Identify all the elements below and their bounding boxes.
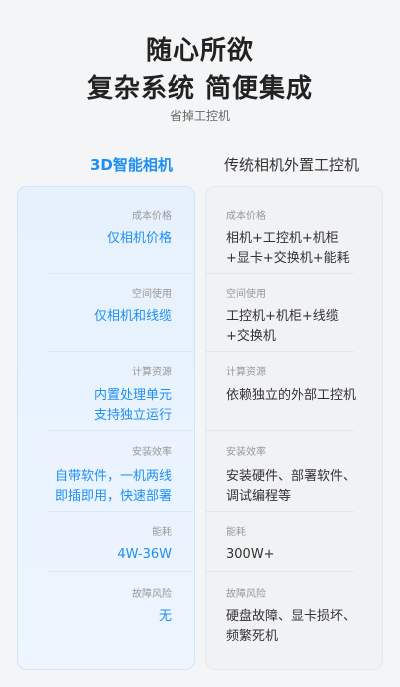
row-label: 成本价格 <box>226 211 266 222</box>
row-label: 安装效率 <box>132 447 172 458</box>
row-value: 工控机+机柜+线缆 <box>226 309 339 324</box>
row-label: 故障风险 <box>226 589 266 600</box>
row-value: 仅相机价格 <box>106 231 172 246</box>
row-value: +交换机 <box>226 329 276 344</box>
row-value: 依赖独立的外部工控机 <box>226 388 357 403</box>
row-value: 相机+工控机+机柜 <box>226 231 339 246</box>
row-label: 空间使用 <box>226 289 266 300</box>
row-value: 即插即用，快速部署 <box>54 489 172 504</box>
row-value: 支持独立运行 <box>93 408 172 423</box>
divider <box>48 273 193 274</box>
divider <box>48 571 193 572</box>
smart-camera-panel: 成本价格 仅相机价格 空间使用 仅相机和线缆 计算资源 内置处理单元 支持独立运… <box>17 186 195 670</box>
column-title-smart-camera: 3D智能相机 <box>90 156 173 174</box>
divider <box>206 351 354 352</box>
row-value: 调试编程等 <box>226 489 292 504</box>
row-label: 计算资源 <box>226 367 266 378</box>
divider <box>206 273 354 274</box>
divider <box>48 430 193 431</box>
row-label: 安装效率 <box>226 447 266 458</box>
divider <box>48 351 193 352</box>
row-value: 仅相机和线缆 <box>93 309 172 324</box>
row-value: 自带软件，一机两线 <box>54 469 172 484</box>
row-value: +显卡+交换机+能耗 <box>226 251 350 266</box>
column-title-traditional: 传统相机外置工控机 <box>224 156 360 174</box>
row-label: 成本价格 <box>132 211 172 222</box>
row-value: 内置处理单元 <box>93 388 172 403</box>
row-value: 硬盘故障、显卡损坏、 <box>226 609 357 624</box>
divider <box>206 571 354 572</box>
row-value: 300W+ <box>226 547 275 562</box>
row-label: 能耗 <box>152 527 172 538</box>
row-value: 安装硬件、部署软件、 <box>226 469 357 484</box>
divider <box>206 511 354 512</box>
divider <box>206 430 354 431</box>
row-label: 故障风险 <box>132 589 172 600</box>
title-line-2: 复杂系统 简便集成 <box>86 74 314 104</box>
row-value: 频繁死机 <box>226 629 279 644</box>
row-value: 4W-36W <box>117 547 172 562</box>
title-line-1: 随心所欲 <box>145 36 254 66</box>
row-label: 计算资源 <box>132 367 172 378</box>
row-label: 空间使用 <box>132 289 172 300</box>
divider <box>48 511 193 512</box>
subtitle: 省掉工控机 <box>169 109 230 123</box>
row-label: 能耗 <box>226 527 246 538</box>
traditional-panel: 成本价格 相机+工控机+机柜 +显卡+交换机+能耗 空间使用 工控机+机柜+线缆… <box>205 186 383 670</box>
row-value: 无 <box>158 609 172 624</box>
